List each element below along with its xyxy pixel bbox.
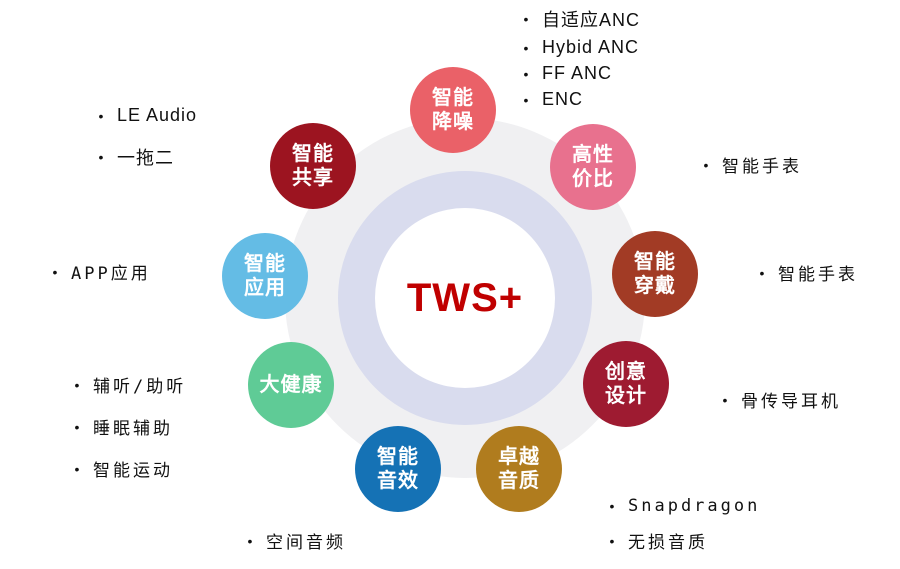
node-label-line: 智能 <box>634 251 676 273</box>
node-label-line: 智能 <box>244 253 286 275</box>
annotation-anc-item: • 自适应ANC <box>519 6 640 32</box>
annotation-smartwatch-top: • 智能手表 <box>699 152 802 178</box>
node-label-line: 大健康 <box>259 374 323 396</box>
bullet-icon: • <box>98 149 104 165</box>
center-circle: TWS+ <box>375 208 555 388</box>
node-label-line: 音质 <box>498 470 540 492</box>
node-creative-design: 创意 设计 <box>583 341 669 427</box>
annotation-bone-conduction: • 骨传导耳机 <box>718 387 841 413</box>
bullet-icon: • <box>523 91 529 108</box>
annotation-app-item: • APP应用 <box>48 259 151 285</box>
bullet-icon: • <box>759 264 765 281</box>
node-label-line: 智能 <box>377 446 419 468</box>
node-label-line: 高性 <box>572 144 614 166</box>
bullet-icon: • <box>609 498 615 514</box>
node-smart-wear: 智能 穿戴 <box>612 231 698 317</box>
annotation-bone-item: • 骨传导耳机 <box>718 387 841 413</box>
bullet-icon: • <box>74 376 80 393</box>
node-smart-app: 智能 应用 <box>222 233 308 319</box>
node-label-line: 设计 <box>605 385 647 407</box>
node-cost-value: 高性 价比 <box>550 124 636 210</box>
annotation-spatial-audio: • 空间音频 <box>243 528 346 554</box>
node-sound-effect: 智能 音效 <box>355 426 441 512</box>
node-smart-noise: 智能 降噪 <box>410 67 496 153</box>
bullet-icon: • <box>523 65 529 82</box>
node-label-line: 音效 <box>377 470 419 492</box>
annotation-anc-item: • ENC <box>519 89 640 110</box>
annotation-chip-list: • Snapdragon • 无损音质 <box>605 496 760 553</box>
node-label-line: 创意 <box>605 361 647 383</box>
node-label-line: 智能 <box>432 87 474 109</box>
bullet-icon: • <box>523 11 529 27</box>
bullet-icon: • <box>52 263 58 280</box>
node-health: 大健康 <box>248 342 334 428</box>
bullet-icon: • <box>722 391 728 408</box>
annotation-anc-item: • FF ANC <box>519 63 640 84</box>
node-label-line: 共享 <box>292 167 334 189</box>
bullet-icon: • <box>523 39 529 56</box>
bullet-icon: • <box>703 156 709 173</box>
node-label-line: 价比 <box>572 168 614 190</box>
node-smart-share: 智能 共享 <box>270 123 356 209</box>
annotation-chip-item: • Snapdragon <box>605 496 760 516</box>
bullet-icon: • <box>74 460 80 477</box>
annotation-watch-item: • 智能手表 <box>699 152 802 178</box>
annotation-smartwatch-mid: • 智能手表 <box>755 260 858 286</box>
annotation-audio-item: • 一拖二 <box>94 144 197 170</box>
annotation-app-list: • APP应用 <box>48 259 151 285</box>
node-label-line: 穿戴 <box>634 275 676 297</box>
annotation-audio-list: • LE Audio • 一拖二 <box>94 105 197 170</box>
node-label-line: 卓越 <box>498 446 540 468</box>
bullet-icon: • <box>98 107 104 124</box>
annotation-health-item: • 辅听/助听 <box>70 372 186 398</box>
node-label-line: 智能 <box>292 143 334 165</box>
annotation-audio-item: • LE Audio <box>94 105 197 126</box>
annotation-anc-list: • 自适应ANC • Hybid ANC • FF ANC • ENC <box>519 6 640 110</box>
bullet-icon: • <box>609 532 615 549</box>
annotation-anc-item: • Hybid ANC <box>519 37 640 58</box>
annotation-chip-item: • 无损音质 <box>605 528 760 554</box>
node-label-line: 降噪 <box>432 111 474 133</box>
node-label-line: 应用 <box>244 277 286 299</box>
bullet-icon: • <box>247 532 253 549</box>
node-sound-quality: 卓越 音质 <box>476 426 562 512</box>
center-title: TWS+ <box>406 275 524 320</box>
annotation-health-list: • 辅听/助听 • 睡眠辅助 • 智能运动 <box>70 372 186 482</box>
annotation-health-item: • 智能运动 <box>70 456 186 482</box>
bullet-icon: • <box>74 418 80 435</box>
annotation-spatial-item: • 空间音频 <box>243 528 346 554</box>
annotation-watch-item: • 智能手表 <box>755 260 858 286</box>
annotation-health-item: • 睡眠辅助 <box>70 414 186 440</box>
